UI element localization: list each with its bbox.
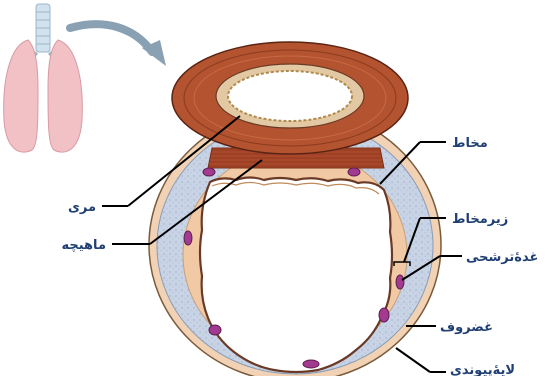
gland-cell: [348, 168, 360, 176]
esophagus: [172, 42, 408, 154]
gland-cell: [303, 360, 319, 368]
lumen: [200, 178, 392, 373]
gland-cell: [379, 308, 389, 322]
label-mucosa: مخاط: [452, 136, 488, 151]
gland-cell: [396, 275, 404, 289]
label-muscle: ماهیچه: [61, 238, 106, 253]
gland-cell: [203, 168, 215, 176]
label-cartilage: غضروف: [440, 320, 493, 335]
label-gland: غدهٔ‌ترشحی: [466, 250, 538, 265]
label-esophagus: مری: [68, 200, 96, 215]
curved-arrow-icon: [70, 24, 166, 66]
leader-connective: [396, 348, 430, 372]
gland-cell: [209, 325, 221, 335]
gland-cell: [184, 231, 192, 245]
esophagus-lumen: [228, 71, 352, 121]
label-connective: لایهٔ‌پیوندی: [450, 363, 515, 376]
label-submucosa: زیرمخاط: [452, 212, 508, 227]
